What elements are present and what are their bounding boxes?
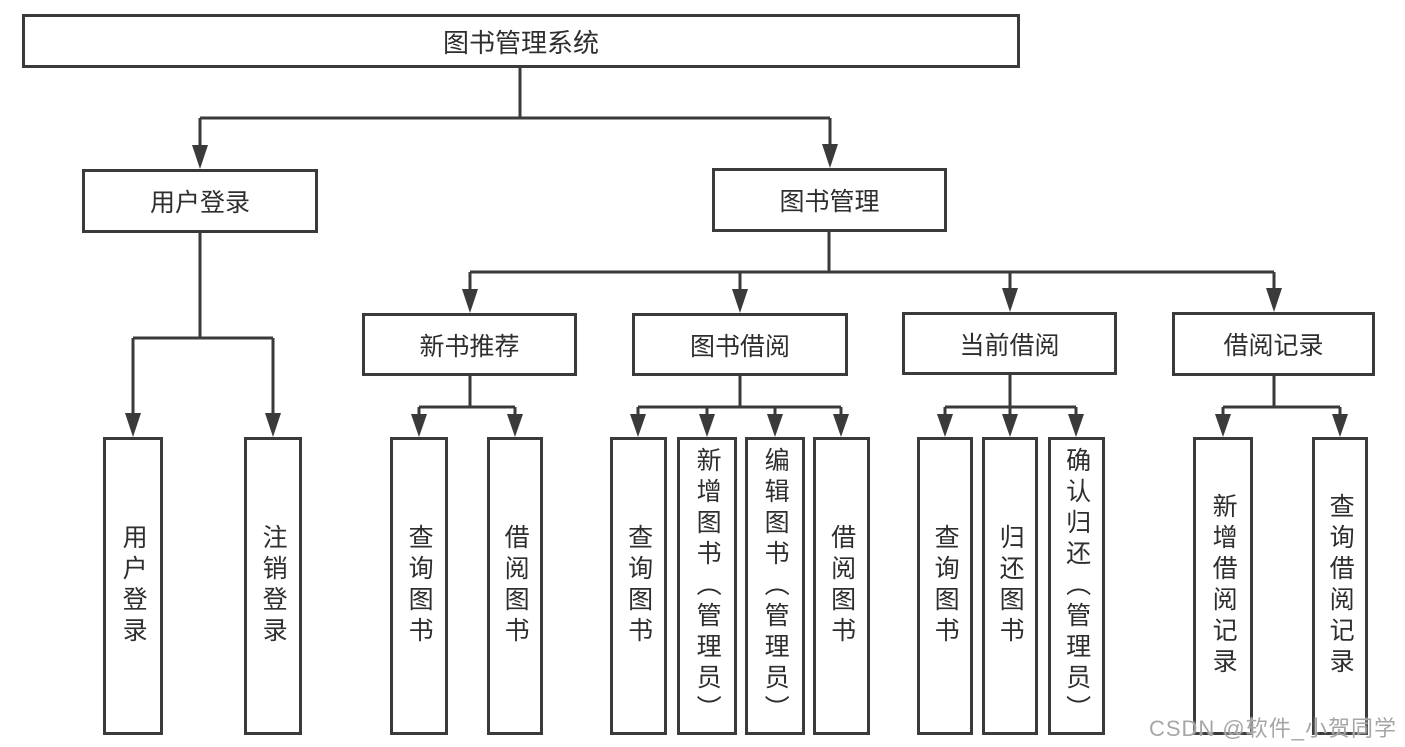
connector-book-management-to-level3 [468,232,1276,290]
leaf-borrow-books-recommend: 借阅图书 [487,437,543,735]
leaf-query-books-borrow: 查询图书 [610,437,667,735]
arrowhead [1068,414,1084,437]
node-label: 查询借阅记录 [1326,493,1355,679]
leaf-logout: 注销登录 [244,437,302,735]
arrowhead [1266,288,1282,312]
leaf-query-books-current: 查询图书 [917,437,973,735]
node-book-borrow: 图书借阅 [632,313,848,376]
leaf-query-books-recommend: 查询图书 [390,437,448,735]
node-label: 新书推荐 [419,332,520,361]
node-label: 编辑图书（管理员） [761,446,790,726]
leaf-edit-books-admin: 编辑图书（管理员） [745,437,805,735]
arrowhead [822,144,838,168]
arrowhead [1215,414,1231,437]
node-label: 查询图书 [405,524,434,648]
leaf-user-login: 用户登录 [103,437,163,735]
node-label: 当前借阅 [959,331,1060,360]
node-label: 新增借阅记录 [1209,493,1238,679]
leaf-return-books: 归还图书 [982,437,1038,735]
node-user-login: 用户登录 [82,169,318,233]
connector-root-to-level2 [198,67,832,147]
node-library-management-system: 图书管理系统 [22,14,1020,68]
leaf-query-borrow-record: 查询借阅记录 [1312,437,1368,735]
node-label: 用户登录 [119,524,148,648]
node-label: 用户登录 [149,189,250,217]
arrowhead [507,414,523,437]
arrowhead [1002,414,1018,437]
leaf-confirm-return-admin: 确认归还（管理员） [1048,437,1105,735]
arrowhead [833,414,849,437]
node-label: 确认归还（管理员） [1062,446,1091,726]
node-label: 查询图书 [931,524,960,648]
node-label: 借阅图书 [827,524,856,648]
node-label: 借阅图书 [501,524,530,648]
csdn-watermark: CSDN @软件_小贺同学 [1148,716,1397,741]
node-label: 图书管理 [779,188,880,216]
leaf-add-books-admin: 新增图书（管理员） [677,437,737,735]
node-label: 归还图书 [996,524,1025,648]
arrowhead [462,289,478,313]
node-label: 借阅记录 [1223,332,1324,360]
connector-borrow-record-to-children [1221,376,1342,416]
node-new-book-recommend: 新书推荐 [362,313,577,376]
arrowhead [1332,414,1348,437]
arrowhead [732,289,748,313]
connector-current-borrow-to-children [943,375,1078,416]
node-book-management: 图书管理 [712,168,947,232]
node-current-borrow: 当前借阅 [902,312,1117,375]
arrowhead [411,414,427,437]
node-label: 查询图书 [624,524,653,648]
arrowhead [767,414,783,437]
connector-book-borrow-to-children [636,376,843,416]
node-label: 新增图书（管理员） [693,446,722,726]
leaf-add-borrow-record: 新增借阅记录 [1193,437,1253,735]
node-borrow-record: 借阅记录 [1172,312,1375,376]
connector-new-book-to-children [417,376,517,416]
node-label: 注销登录 [259,524,288,648]
arrowhead [630,414,646,437]
arrowhead [192,145,208,169]
node-label: 图书管理系统 [442,27,599,58]
arrowhead [1002,288,1018,312]
arrowhead [937,414,953,437]
connector-user-login-to-children [131,233,275,415]
arrowhead [125,413,141,437]
node-label: 图书借阅 [689,332,790,361]
leaf-borrow-books: 借阅图书 [813,437,870,735]
arrowhead [699,414,715,437]
arrowhead [265,413,281,437]
